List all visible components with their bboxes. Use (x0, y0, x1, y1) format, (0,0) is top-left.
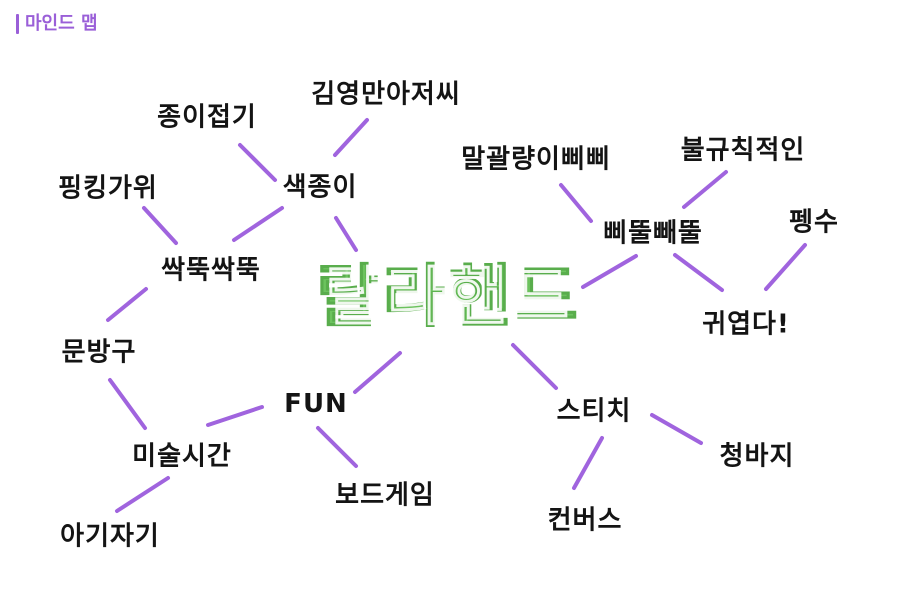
node-malgwal: 말괄량이삐삐 (461, 144, 611, 175)
header-accent-bar (16, 14, 19, 34)
node-jongijeopgi: 종이접기 (157, 102, 257, 133)
node-canvas: 컨버스 (547, 505, 623, 536)
node-misul: 미술시간 (132, 441, 232, 472)
node-ppittul: 삐뚤빼뚤 (603, 218, 703, 249)
connector-ppittul-bulgyu (682, 170, 728, 209)
node-saekjongi: 색종이 (282, 172, 358, 203)
node-stitch: 스티치 (556, 396, 632, 427)
connector-ssakttuk-pingking (142, 206, 178, 245)
connector-center-saekjongi (334, 216, 358, 252)
connector-ssakttuk-munbanggu (106, 287, 148, 322)
central-topic-label: 랄라핸드 (315, 258, 583, 337)
node-boardgame: 보드게임 (335, 480, 435, 511)
node-kimyoung: 김영만아저씨 (311, 79, 461, 110)
connector-fun-boardgame (316, 426, 358, 468)
connector-ppittul-gwiyeopda (673, 253, 724, 292)
node-gwiyeopda: 귀엽다! (702, 309, 790, 340)
node-bulgyu: 불규칙적인 (680, 135, 806, 166)
node-cheongbaji: 청바지 (719, 441, 795, 472)
node-pingking: 핑킹가위 (58, 173, 158, 204)
connector-fun-misul (206, 405, 264, 427)
node-fun: FUN (284, 389, 348, 419)
page-title: 마인드 맵 (25, 13, 98, 34)
connector-stitch-canvas (572, 436, 604, 490)
connector-stitch-cheongbaji (650, 413, 703, 445)
connector-center-stitch (511, 343, 558, 390)
connector-saekjongi-kimyoung (333, 118, 369, 157)
connector-ppittul-malgwal (559, 183, 593, 223)
connector-center-ppittul (581, 254, 638, 289)
node-agijagi: 아기자기 (60, 521, 160, 552)
node-munbanggu: 문방구 (61, 337, 137, 368)
connector-center-fun (353, 351, 402, 394)
connector-saekjongi-ssakttuk (232, 206, 284, 242)
page-header: 마인드 맵 (16, 14, 98, 34)
connector-misul-agijagi (115, 476, 170, 513)
connector-gwiyeopda-pyeongsu (764, 243, 807, 291)
central-topic: 랄라핸드 랄라핸드 (315, 258, 583, 337)
connector-munbanggu-misul (108, 378, 147, 430)
connector-saekjongi-jongijeopgi (238, 143, 277, 182)
node-ssakttuk: 싹뚝싹뚝 (161, 255, 261, 286)
node-pyeongsu: 펭수 (789, 207, 839, 238)
